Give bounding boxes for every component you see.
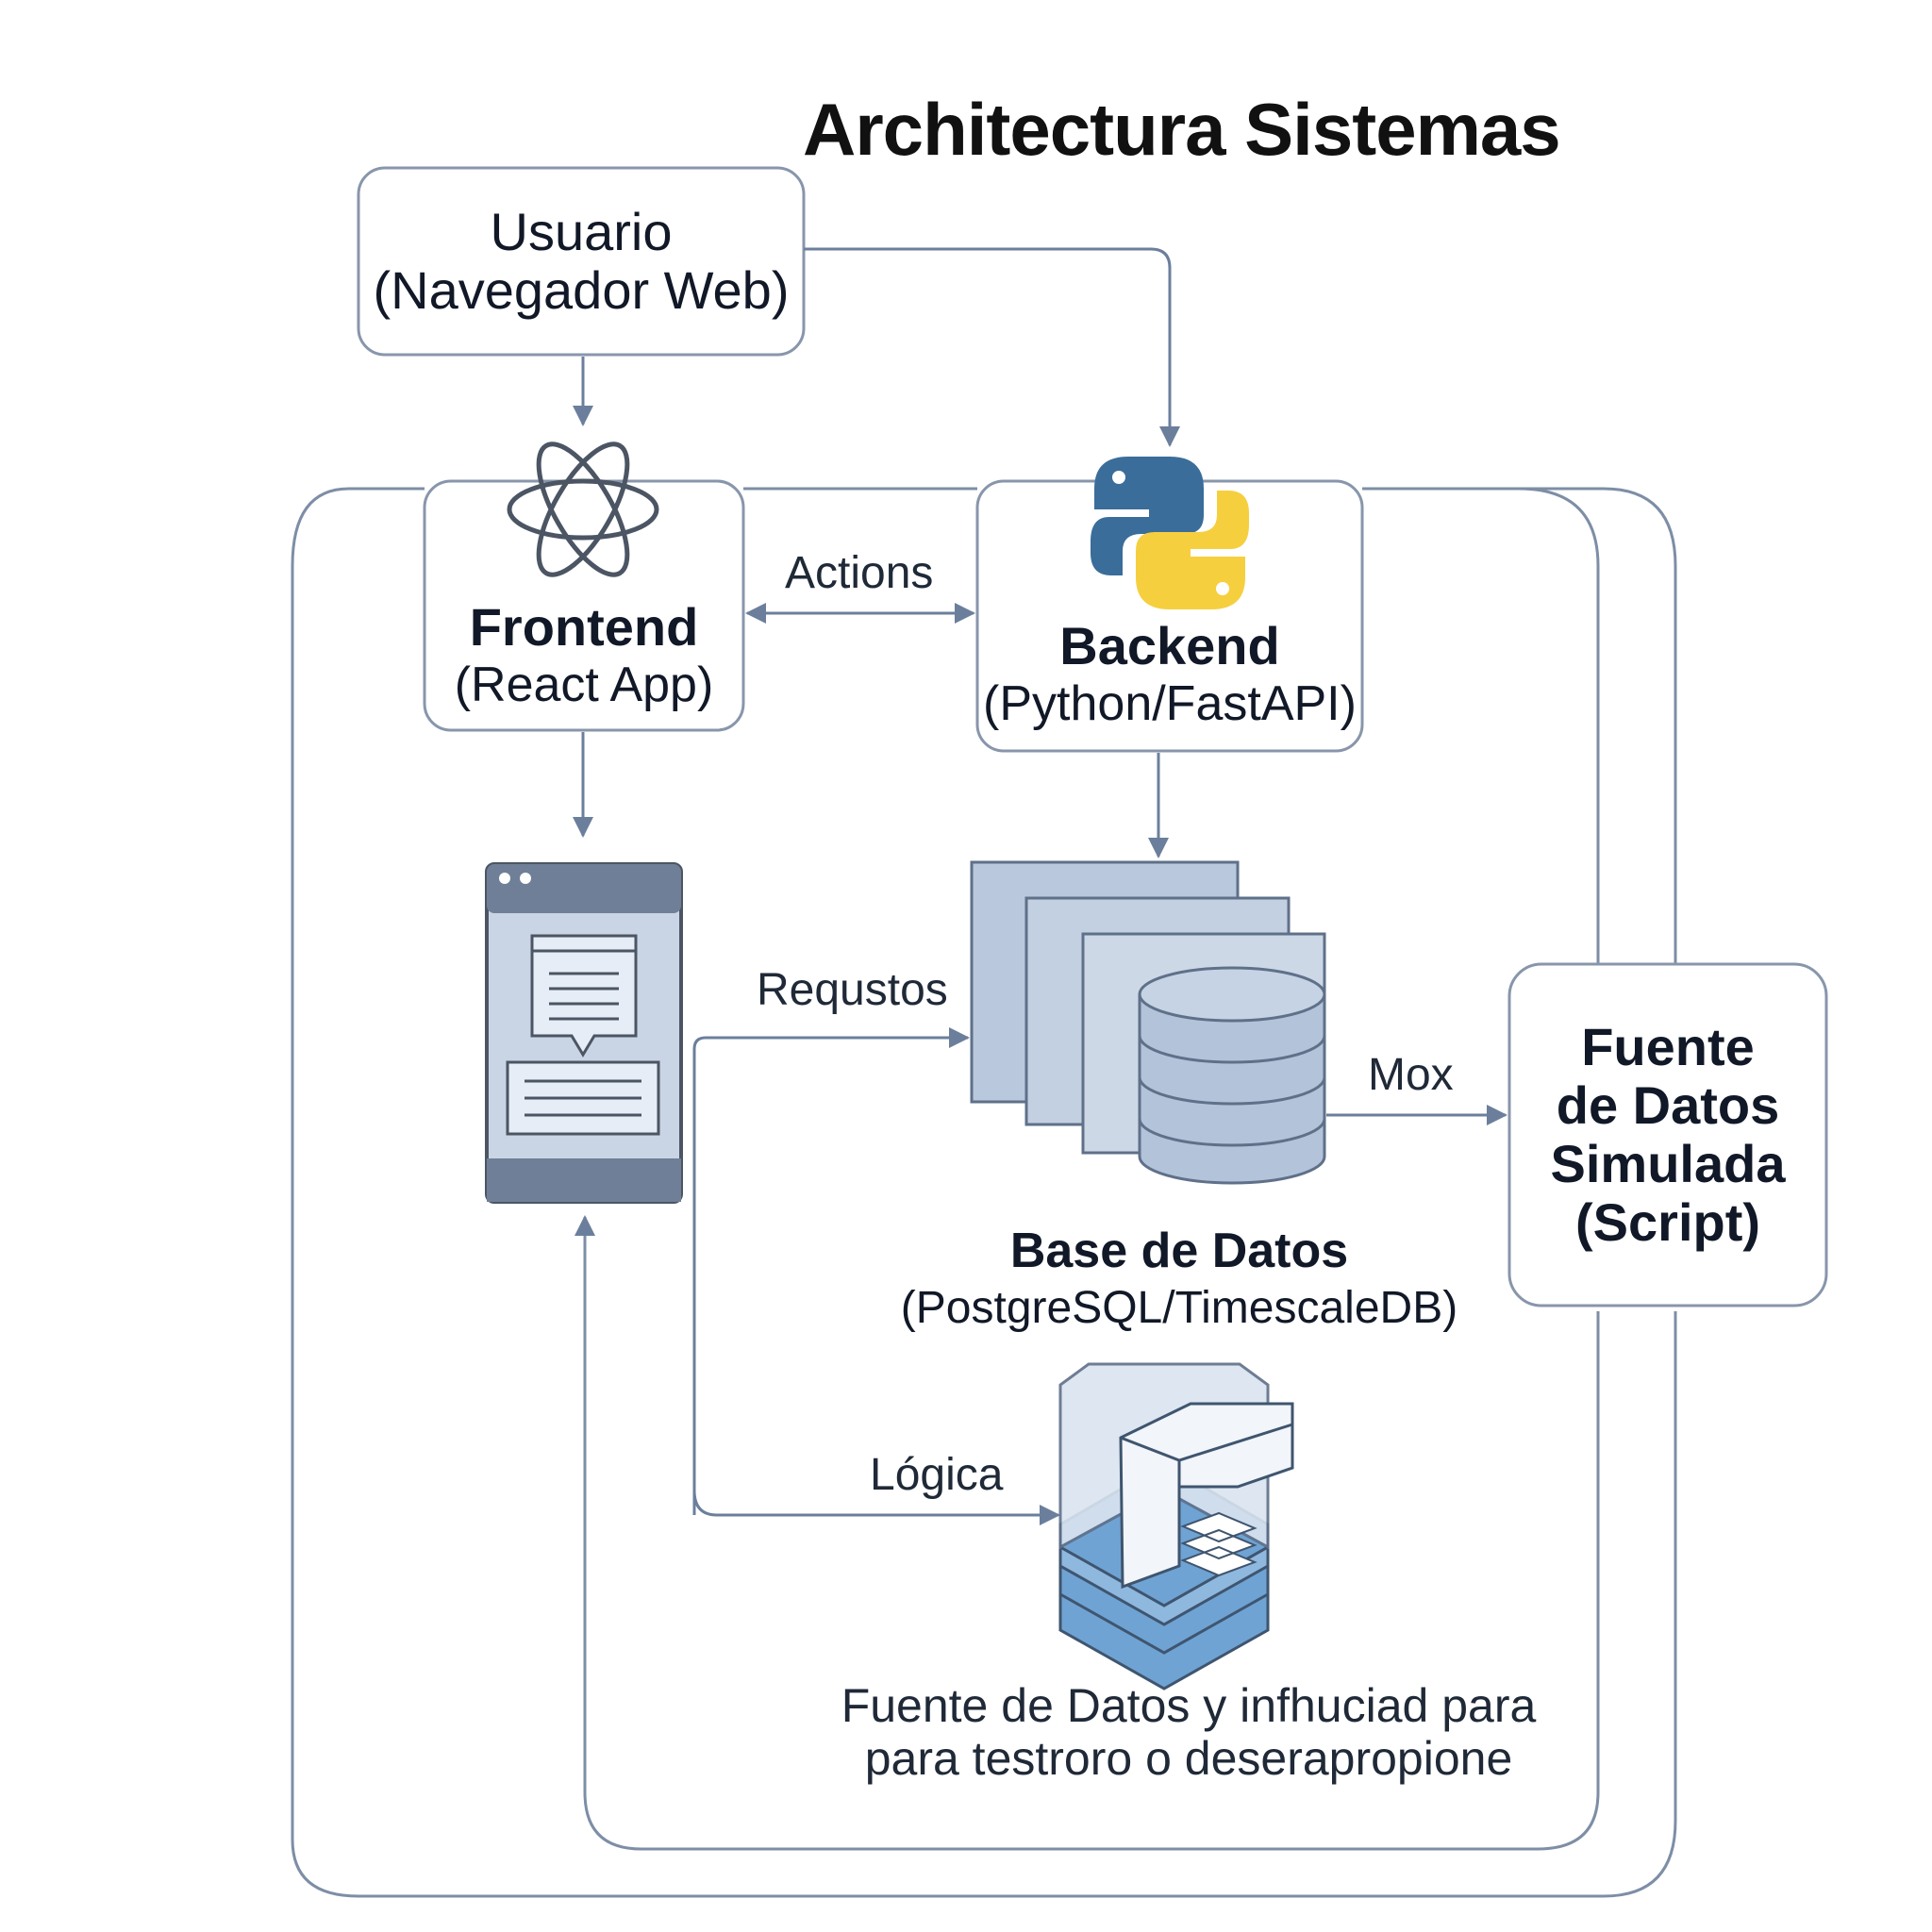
outer-loop-connector bbox=[291, 487, 1677, 1898]
frontend-label: Frontend (React App) bbox=[425, 594, 743, 717]
backend-desc: (Python/FastAPI) bbox=[983, 676, 1357, 731]
usuario-box bbox=[357, 166, 806, 357]
fuente-script-box bbox=[1507, 962, 1828, 1307]
fuente-script-line2: de Datos bbox=[1556, 1075, 1780, 1135]
diagram-title: Architectura Sistemas bbox=[803, 88, 1561, 171]
frontend-desc: (React App) bbox=[454, 658, 714, 712]
database-stack-icon bbox=[970, 860, 1326, 1185]
fuente-logica-line2: para testroro o deserapropione bbox=[864, 1732, 1513, 1785]
database-label: Base de Datos (PostgreSQL/TimescaleDB) bbox=[877, 1223, 1481, 1336]
data-source-cube-icon bbox=[1058, 1362, 1294, 1690]
fuente-script-line1: Fuente bbox=[1581, 1017, 1755, 1076]
browser-to-database-arrow bbox=[692, 1027, 970, 1515]
usuario-line1: Usuario bbox=[490, 202, 673, 261]
database-name: Base de Datos bbox=[1009, 1224, 1349, 1278]
fuente-logica-line1: Fuente de Datos y infhuciad para bbox=[841, 1679, 1537, 1732]
outer-loop-top bbox=[743, 487, 1677, 964]
fuente-script-line4: (Script) bbox=[1575, 1192, 1760, 1252]
usuario-line2: (Navegador Web) bbox=[373, 260, 790, 320]
fuente-script-line3: Simulada bbox=[1550, 1134, 1786, 1193]
browser-window-icon bbox=[485, 862, 683, 1204]
fuente-logica-caption: Fuente de Datos y infhuciad para para te… bbox=[811, 1675, 1566, 1789]
edge-label-requstos: Requstos bbox=[757, 965, 948, 1015]
fuente-script-label: Fuente de Datos Simulada (Script) bbox=[1509, 964, 1826, 1306]
edge-label-logica: Lógica bbox=[870, 1450, 1004, 1500]
react-atom-icon bbox=[507, 441, 659, 577]
browser-to-logica-arrow bbox=[692, 1490, 1060, 1525]
edge-label-actions: Actions bbox=[785, 548, 934, 598]
database-desc: (PostgreSQL/TimescaleDB) bbox=[900, 1283, 1458, 1333]
frontend-name: Frontend bbox=[469, 597, 699, 657]
backend-name: Backend bbox=[1059, 616, 1280, 675]
usuario-to-backend-arrow bbox=[804, 247, 1180, 447]
edge-label-mox: Mox bbox=[1368, 1050, 1454, 1100]
usuario-label: Usuario (Navegador Web) bbox=[358, 168, 804, 355]
backend-label: Backend (Python/FastAPI) bbox=[977, 613, 1362, 736]
inner-loop-connector bbox=[585, 487, 1600, 1851]
python-logo-icon bbox=[1091, 457, 1249, 609]
